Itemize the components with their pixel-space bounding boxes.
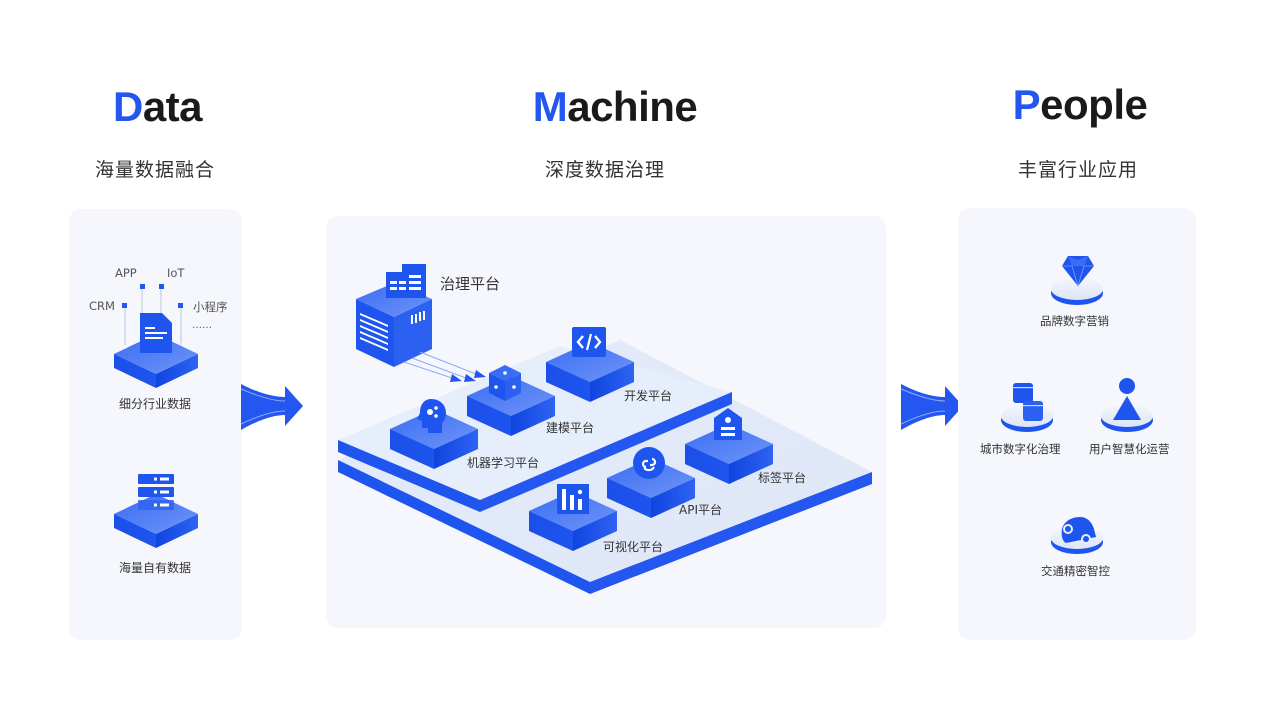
app-label-user: 用户智慧化运营 [1089,442,1170,456]
data-title-rest: ata [142,83,203,130]
platform-label-tag: 标签平台 [758,471,807,485]
machine-title: Machine [520,86,710,128]
people-title-rest: eople [1040,81,1148,128]
platform-label-viz: 可视化平台 [603,540,664,554]
stacked-blocks-icon [1013,383,1043,421]
industry-data-block [114,334,198,388]
platform-block-dev [546,342,634,402]
governance-label: 治理平台 [440,275,501,293]
diamond-icon [1062,256,1094,288]
platform-label-api: API平台 [679,503,722,517]
building-box-icon [386,264,426,298]
tag-icon [714,408,742,440]
source-more: …… [192,320,212,331]
app-label-city: 城市数字化治理 [980,442,1061,456]
people-title: People [1005,84,1155,126]
people-title-initial: P [1012,81,1041,128]
app-label-traffic: 交通精密智控 [1041,564,1110,578]
data-item-label-owned: 海量自有数据 [119,561,192,575]
source-app: APP [115,266,137,280]
source-miniprogram: 小程序 [193,300,228,314]
data-subtitle: 海量数据融合 [94,159,215,181]
server-icon [138,474,174,510]
car-icon [1061,517,1096,544]
flow-arrow-right-icon [900,384,963,430]
platform-label-ml: 机器学习平台 [467,456,540,470]
platform-label-dev: 开发平台 [624,389,673,403]
data-item-label-industry: 细分行业数据 [119,397,192,411]
cube-icon [489,365,521,401]
machine-title-rest: achine [567,83,698,130]
app-label-brand: 品牌数字营销 [1040,314,1109,328]
document-icon [140,313,172,353]
link-icon [633,447,665,479]
data-title-initial: D [112,83,143,130]
people-subtitle: 丰富行业应用 [1017,159,1138,181]
user-cone-icon [1113,378,1141,420]
data-panel [69,209,242,640]
data-title: Data [95,86,220,128]
machine-subtitle: 深度数据治理 [544,159,665,181]
ai-head-icon [417,399,446,433]
machine-title-initial: M [532,83,568,130]
platform-label-modeling: 建模平台 [546,421,595,435]
owned-data-block [114,494,198,548]
source-crm: CRM [89,299,115,313]
bar-chart-icon [557,484,589,514]
source-iot: IoT [167,266,185,280]
platform-block-tag [685,424,773,484]
code-icon [572,327,606,357]
flow-arrow-right-icon [240,384,303,430]
